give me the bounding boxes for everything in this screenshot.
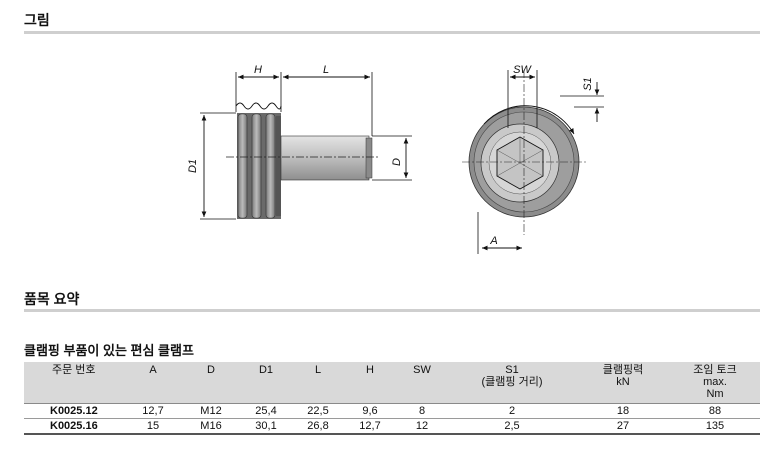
cell-d1: 30,1	[240, 418, 292, 435]
cell-h: 12,7	[344, 418, 396, 435]
col-header-d1: D1	[240, 362, 292, 404]
cell-l: 26,8	[292, 418, 344, 435]
table-row: K0025.12 12,7 M12 25,4 22,5 9,6 8 2 18 8…	[24, 403, 760, 419]
d-label: D	[391, 158, 403, 166]
shaft	[280, 135, 370, 181]
col-header-sw: SW	[396, 362, 448, 404]
shaft-chamfer	[365, 137, 373, 179]
rim-1	[237, 113, 248, 219]
cell-torque: 88	[670, 403, 760, 419]
cell-order-no: K0025.16	[24, 418, 124, 435]
cell-sw: 12	[396, 418, 448, 435]
cell-l: 22,5	[292, 403, 344, 419]
s1-label: S1	[582, 77, 594, 90]
summary-section-title: 품목 요약	[24, 291, 80, 307]
col-header-d: D	[182, 362, 240, 404]
l-label: L	[323, 64, 329, 76]
cell-torque: 135	[670, 418, 760, 435]
figure-section-title: 그림	[24, 12, 50, 28]
rim-2	[251, 113, 262, 219]
sw-label: SW	[513, 64, 532, 76]
col-header-s1: S1(클램핑 거리)	[448, 362, 576, 404]
hex-line-4	[496, 162, 521, 177]
cell-s1: 2,5	[448, 418, 576, 435]
cell-d1: 25,4	[240, 403, 292, 419]
figure-section-rule	[24, 31, 760, 34]
d1-label: D1	[187, 159, 199, 173]
h-label: H	[254, 64, 262, 76]
table-row: K0025.16 15 M16 30,1 26,8 12,7 12 2,5 27…	[24, 418, 760, 435]
rim-shadow	[276, 116, 281, 216]
product-title: 클램핑 부품이 있는 편심 클램프	[24, 343, 194, 358]
col-header-a: A	[124, 362, 182, 404]
rim-3	[265, 113, 276, 219]
cell-order-no: K0025.12	[24, 403, 124, 419]
a-label: A	[489, 235, 497, 247]
cell-a: 12,7	[124, 403, 182, 419]
technical-drawing: H L D1 D	[187, 64, 604, 254]
hex-line-5	[496, 149, 521, 164]
col-header-h: H	[344, 362, 396, 404]
break-line-top	[235, 102, 282, 110]
cell-clamp-force: 18	[576, 403, 670, 419]
cell-sw: 8	[396, 403, 448, 419]
front-view: SW S1 A	[462, 64, 604, 254]
cell-d: M16	[182, 418, 240, 435]
summary-section-rule	[24, 309, 760, 312]
col-header-l: L	[292, 362, 344, 404]
cell-d: M12	[182, 403, 240, 419]
side-view: H L D1 D	[187, 64, 412, 220]
col-header-order-no: 주문 번호	[24, 362, 124, 404]
cell-clamp-force: 27	[576, 418, 670, 435]
cell-s1: 2	[448, 403, 576, 419]
cell-h: 9,6	[344, 403, 396, 419]
rotation-arc	[483, 105, 575, 135]
cell-a: 15	[124, 418, 182, 435]
